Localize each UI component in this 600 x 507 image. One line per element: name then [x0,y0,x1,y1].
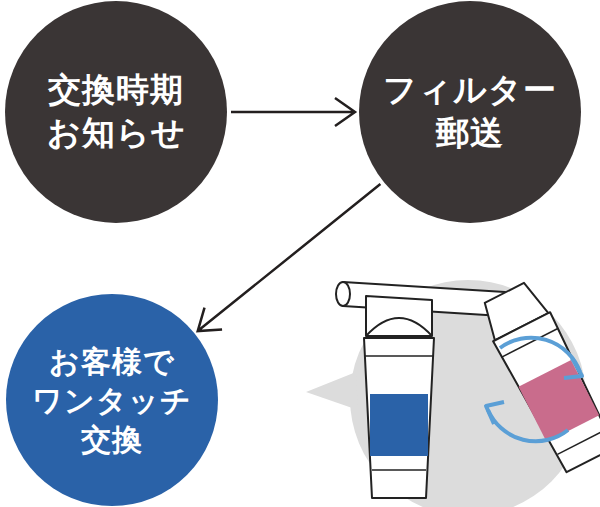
filter-ring [372,469,426,471]
step-label: お客様で ワンタッチ 交換 [28,342,196,459]
pipe-end [336,282,350,306]
rotate-arrowhead [486,402,504,424]
filter-ring [364,355,434,357]
step-label: 交換時期 お知らせ [43,69,188,155]
rotate-arrow [488,410,568,441]
step-circle: 交換時期 お知らせ [5,1,227,223]
rotate-arrow [500,338,580,372]
step-circle: フィルター 郵送 [359,1,581,223]
flow-arrow [231,98,355,126]
rotate-arrowhead [564,358,582,378]
flow-arrow [198,184,381,331]
filter-head-curve [366,318,432,336]
filter-head [366,296,432,336]
installed-filter [364,338,434,498]
speech-bubble-tail [306,372,358,410]
step-label: フィルター 郵送 [381,69,559,155]
step-circle: お客様で ワンタッチ 交換 [6,294,218,506]
filter-band-blue [370,394,428,456]
new-filter [476,278,600,475]
